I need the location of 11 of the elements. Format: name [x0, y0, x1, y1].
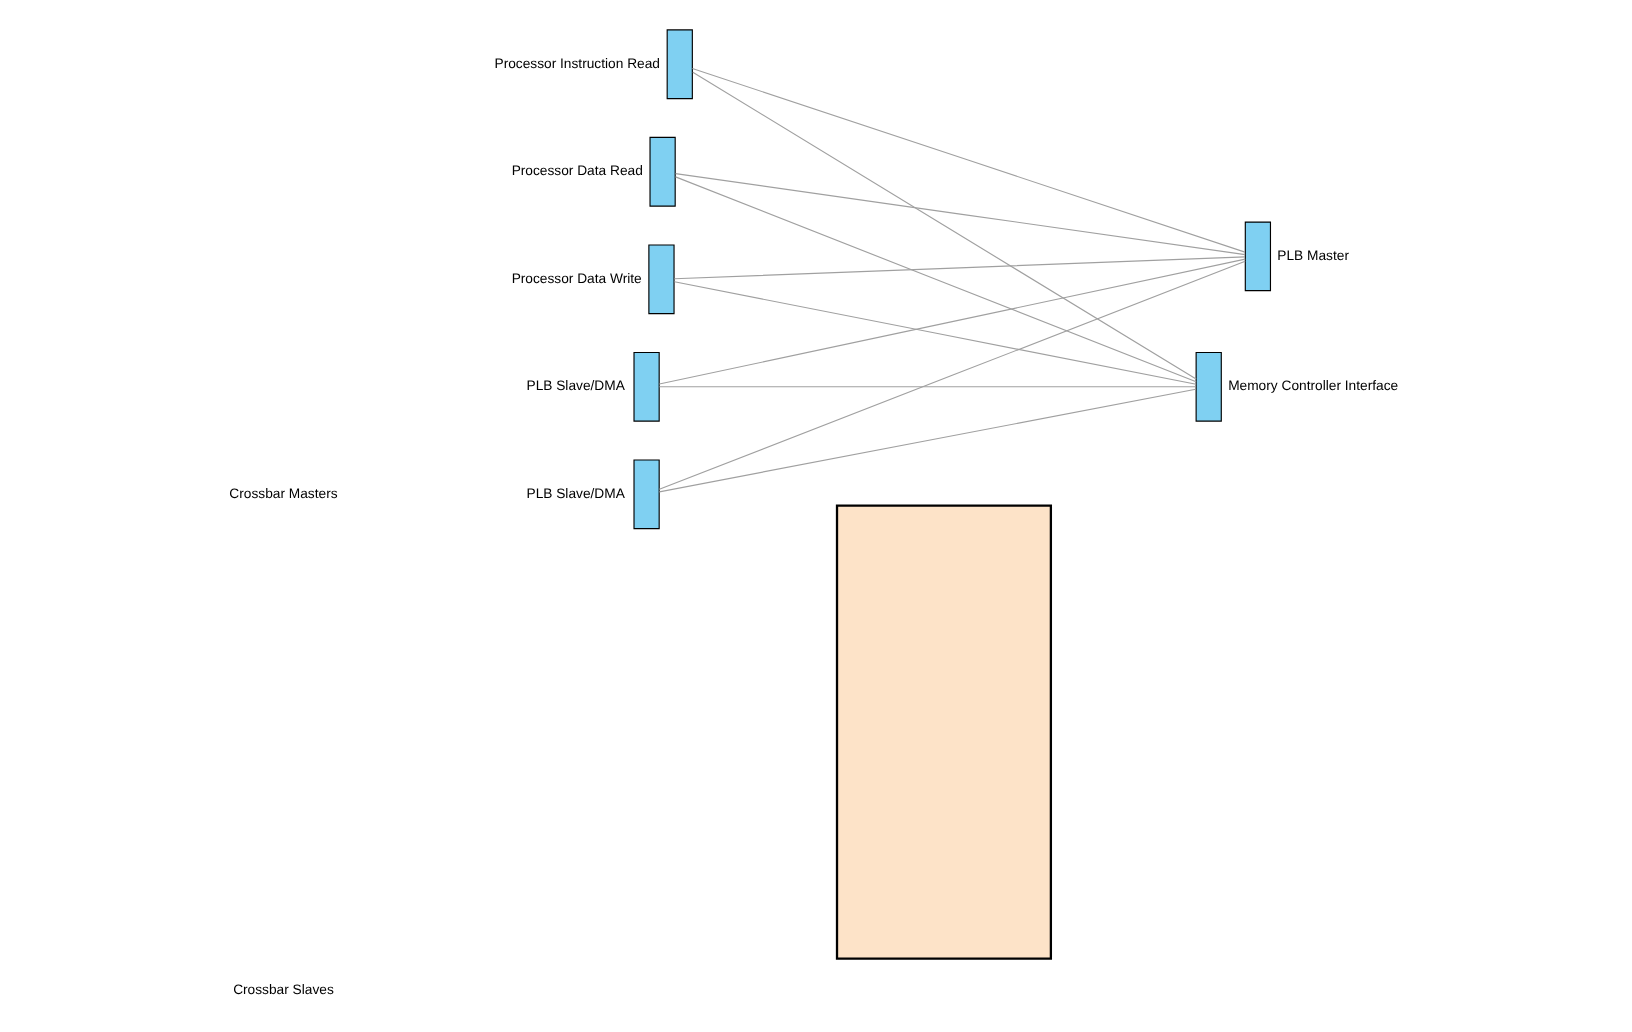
connector	[657, 260, 1245, 490]
connector	[674, 176, 1196, 383]
connector	[674, 173, 1245, 256]
connector	[657, 258, 1245, 385]
node-box	[834, 504, 1052, 960]
connector	[657, 386, 1196, 388]
connector	[691, 71, 1196, 380]
connector	[672, 281, 1196, 385]
connector	[672, 256, 1245, 280]
connector	[690, 67, 1245, 253]
connector	[657, 388, 1196, 493]
